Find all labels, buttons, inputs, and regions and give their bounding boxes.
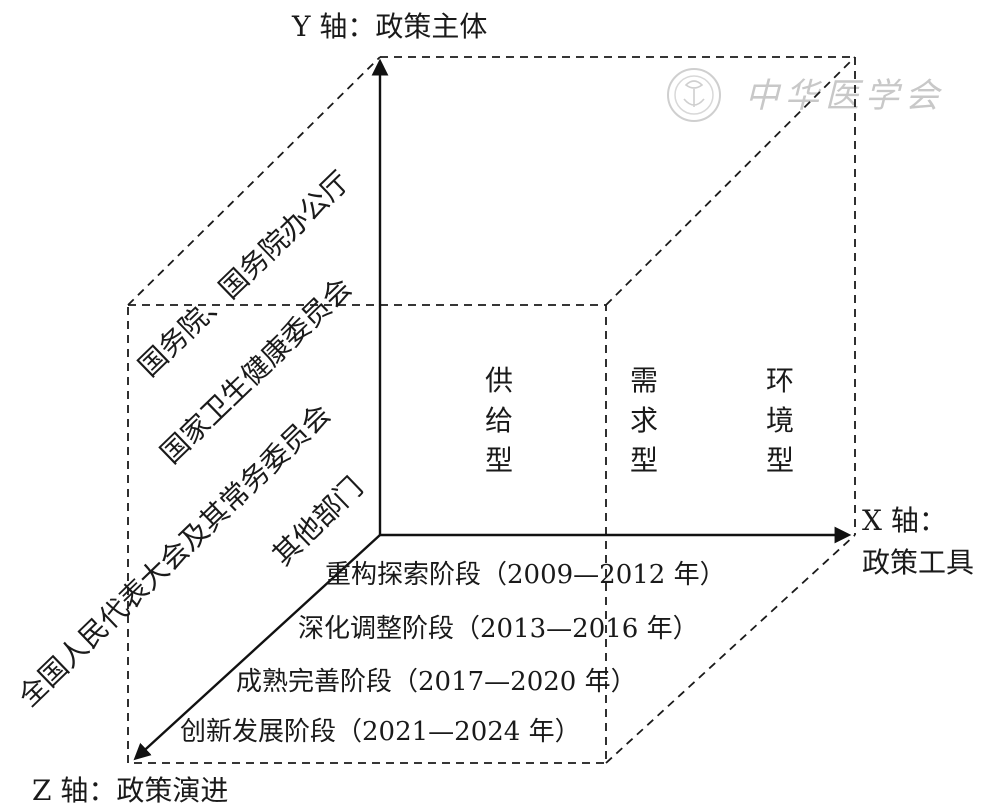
policy-subject-other-departments: 其他部门 — [266, 470, 370, 572]
z-axis-title: Z 轴：政策演进 — [32, 774, 228, 807]
policy-tool-demand-char: 求 — [630, 404, 658, 437]
policy-tool-environment: 环 境 型 — [766, 364, 794, 477]
policy-tool-supply-char: 供 — [485, 364, 513, 397]
cube-diagonal-top-right — [605, 56, 856, 306]
policy-tool-supply: 供 给 型 — [485, 364, 513, 477]
policy-tool-demand: 需 求 型 — [630, 364, 658, 477]
policy-subject-health-commission: 国家卫生健康委员会 — [154, 271, 358, 470]
policy-stage-deepening: 深化调整阶段（2013—2016 年） — [298, 614, 699, 644]
policy-tool-environment-char: 境 — [766, 404, 794, 437]
y-axis-title: Y 轴：政策主体 — [291, 10, 487, 43]
policy-tool-supply-char: 型 — [485, 444, 513, 477]
watermark-logo — [667, 68, 721, 122]
x-axis-title-line1: X 轴： — [862, 504, 947, 537]
policy-tool-demand-char: 需 — [630, 364, 658, 397]
policy-stage-maturing: 成熟完善阶段（2017—2020 年） — [236, 667, 637, 697]
policy-tool-supply-char: 给 — [485, 404, 513, 437]
cube-diagonal-bottom-right — [605, 534, 856, 764]
policy-stage-reconstruction: 重构探索阶段（2009—2012 年） — [325, 560, 726, 590]
policy-subject-state-council: 国务院、国务院办公厅 — [132, 165, 356, 383]
policy-tool-environment-char: 环 — [766, 364, 794, 397]
policy-stage-innovation: 创新发展阶段（2021—2024 年） — [180, 717, 581, 747]
cube-diagonal-top-left — [127, 56, 381, 306]
policy-tool-environment-char: 型 — [766, 444, 794, 477]
z-axis-arrow — [133, 534, 381, 761]
x-axis-title-line2: 政策工具 — [862, 546, 974, 579]
policy-tool-demand-char: 型 — [630, 444, 658, 477]
watermark-text: 中华医学会 — [745, 76, 945, 116]
